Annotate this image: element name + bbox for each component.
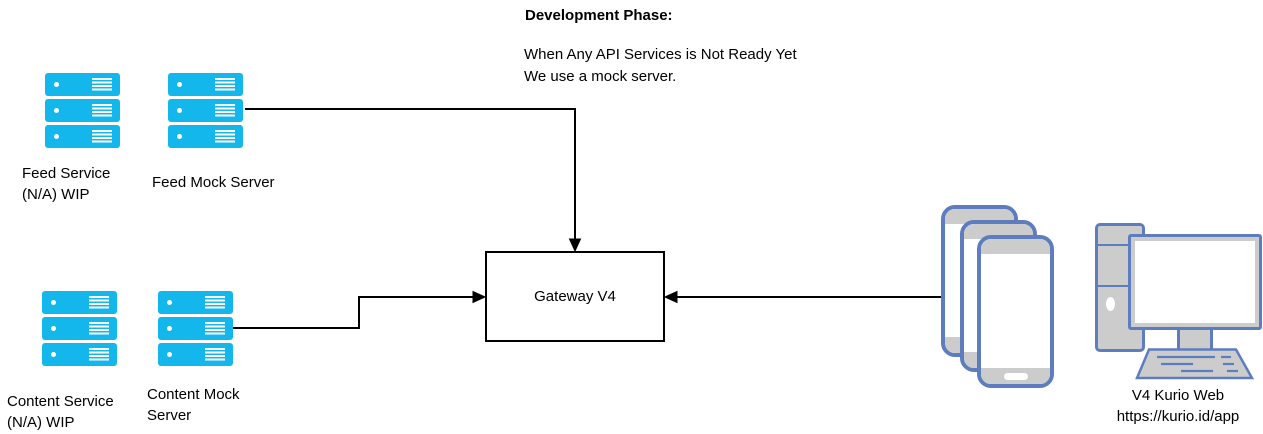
server-vents-icon — [92, 78, 112, 91]
server-vents-icon — [215, 78, 235, 91]
server-led-icon — [177, 82, 182, 87]
content-service-label: Content Service (N/A) WIP — [7, 393, 114, 431]
gateway-node: Gateway V4 — [485, 251, 665, 342]
server-led-icon — [167, 326, 172, 331]
server-vents-icon — [205, 296, 225, 309]
server-stack-icon — [158, 291, 233, 366]
screen — [1135, 241, 1255, 323]
keyboard-icon — [1135, 348, 1255, 380]
server-led-icon — [51, 300, 56, 305]
server-vents-icon — [89, 322, 109, 335]
server-vents-icon — [215, 130, 235, 143]
smartphone-icon — [977, 235, 1054, 388]
power-button-icon — [1106, 297, 1115, 311]
arrow-clients-to-gateway — [663, 290, 945, 304]
gateway-label: Gateway V4 — [534, 288, 616, 305]
server-stack-icon — [168, 73, 243, 148]
desktop-computer-icon — [1095, 220, 1263, 380]
server-led-icon — [177, 108, 182, 113]
home-button-icon — [1003, 373, 1028, 380]
server-led-icon — [177, 134, 182, 139]
server-led-icon — [167, 300, 172, 305]
server-vents-icon — [205, 348, 225, 361]
server-led-icon — [51, 326, 56, 331]
arrow-feed-mock-to-gateway — [245, 108, 582, 253]
content-mock-server-label: Content Mock Server — [147, 386, 240, 424]
server-stack-icon — [45, 73, 120, 148]
server-stack-icon — [42, 291, 117, 366]
arrow-content-mock-to-gateway — [233, 290, 487, 329]
monitor-icon — [1128, 234, 1262, 330]
feed-service-label: Feed Service (N/A) WIP — [22, 165, 111, 203]
server-vents-icon — [92, 130, 112, 143]
server-vents-icon — [92, 104, 112, 117]
server-led-icon — [54, 108, 59, 113]
clients-label: V4 Kurio Web https://kurio.id/app — [1116, 387, 1240, 425]
server-vents-icon — [89, 348, 109, 361]
note-body: When Any API Services is Not Ready Yet W… — [524, 46, 797, 85]
server-led-icon — [167, 352, 172, 357]
note-heading: Development Phase: — [525, 7, 673, 24]
server-led-icon — [51, 352, 56, 357]
server-vents-icon — [205, 322, 225, 335]
server-vents-icon — [215, 104, 235, 117]
server-vents-icon — [89, 296, 109, 309]
feed-mock-server-label: Feed Mock Server — [152, 174, 275, 191]
server-led-icon — [54, 82, 59, 87]
server-led-icon — [54, 134, 59, 139]
